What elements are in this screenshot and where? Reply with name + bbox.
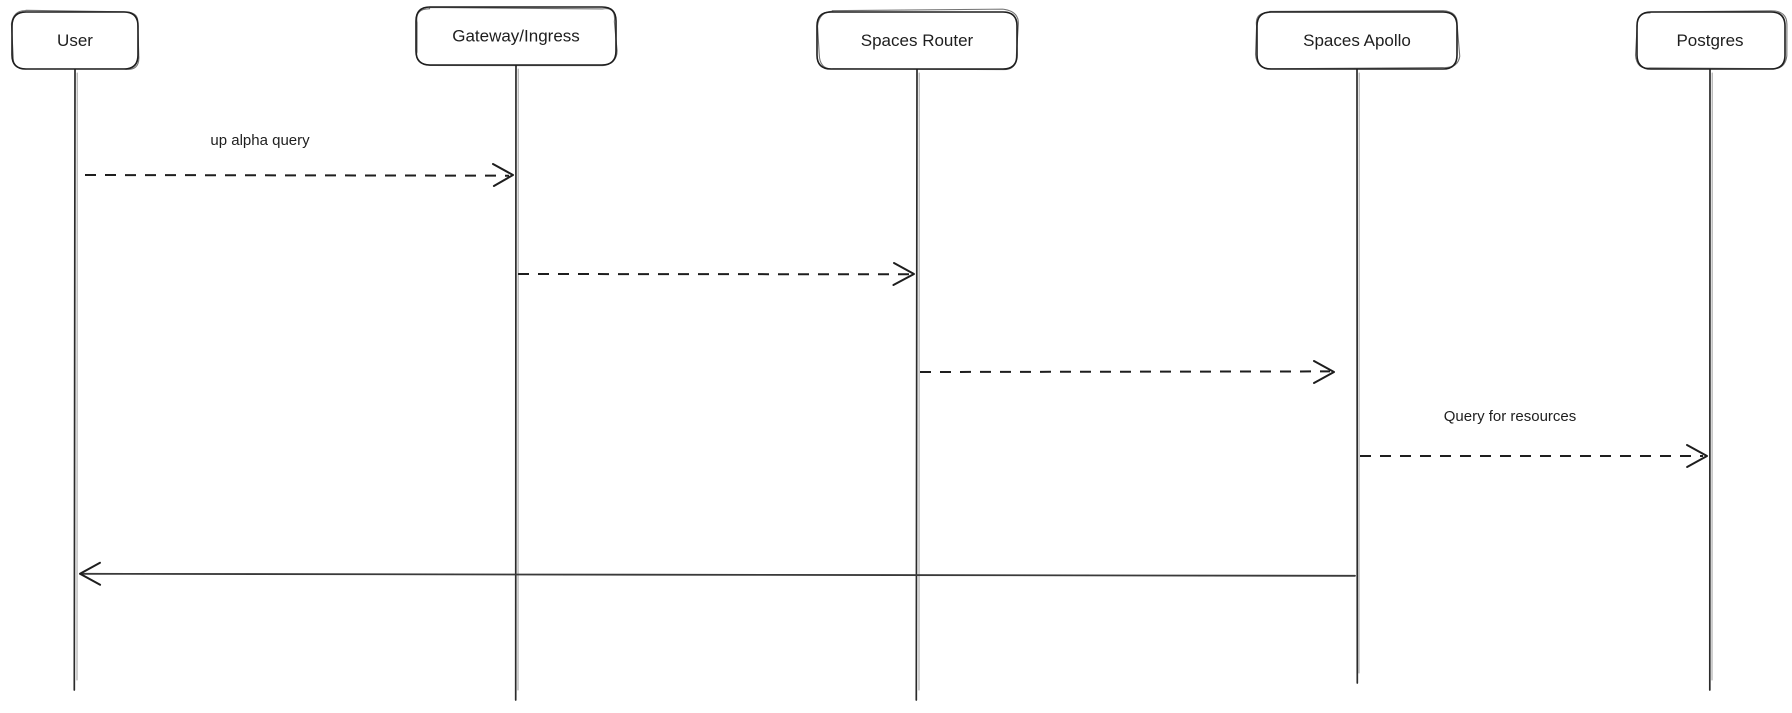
message-label-1: up alpha query bbox=[210, 132, 310, 149]
actor-label-apollo: Spaces Apollo bbox=[1303, 31, 1411, 50]
message-5-apollo-to-user[interactable] bbox=[79, 561, 1356, 586]
lifeline-user bbox=[73, 68, 76, 691]
actor-box-user[interactable]: User bbox=[10, 9, 140, 70]
actor-box-shape-apollo bbox=[1256, 11, 1458, 70]
lifelines-group bbox=[73, 64, 1713, 701]
arrowhead-3 bbox=[1313, 360, 1335, 384]
arrowhead-2 bbox=[892, 262, 915, 286]
arrowhead-1 bbox=[492, 163, 514, 187]
message-2-gateway-to-router[interactable] bbox=[517, 262, 915, 286]
actor-box-shape-router bbox=[816, 11, 1018, 70]
actor-box-sketch-stroke-user bbox=[10, 9, 140, 70]
actor-label-router: Spaces Router bbox=[861, 31, 974, 50]
message-line-dashed-1 bbox=[84, 174, 510, 177]
actor-box-gateway[interactable]: Gateway/Ingress bbox=[415, 6, 618, 67]
message-1-user-to-gateway[interactable]: up alpha query bbox=[84, 132, 514, 187]
actor-label-user: User bbox=[57, 31, 93, 50]
message-line-solid-5 bbox=[79, 572, 1356, 577]
actor-box-postgres[interactable]: Postgres bbox=[1634, 10, 1788, 70]
lifeline-router bbox=[915, 68, 918, 701]
message-line-dashed-3 bbox=[919, 370, 1331, 373]
actor-boxes-group: User Gateway/Ingress Spaces Router Spaces A… bbox=[10, 6, 1788, 71]
actor-box-apollo[interactable]: Spaces Apollo bbox=[1254, 10, 1461, 70]
actor-box-sketch-stroke-postgres bbox=[1634, 10, 1788, 70]
message-4-apollo-to-postgres[interactable]: Query for resources bbox=[1360, 408, 1708, 468]
actor-box-sketch-stroke-apollo bbox=[1254, 10, 1461, 70]
actor-box-sketch-stroke-gateway bbox=[416, 6, 618, 67]
actor-box-router[interactable]: Spaces Router bbox=[816, 8, 1019, 71]
arrowhead-5 bbox=[79, 561, 102, 586]
actor-label-gateway: Gateway/Ingress bbox=[452, 26, 580, 45]
message-label-4: Query for resources bbox=[1444, 408, 1577, 425]
actor-box-sketch-stroke-router bbox=[817, 8, 1019, 71]
arrowhead-4 bbox=[1686, 444, 1708, 468]
actor-label-postgres: Postgres bbox=[1676, 31, 1743, 50]
message-3-router-to-apollo[interactable] bbox=[919, 360, 1335, 384]
